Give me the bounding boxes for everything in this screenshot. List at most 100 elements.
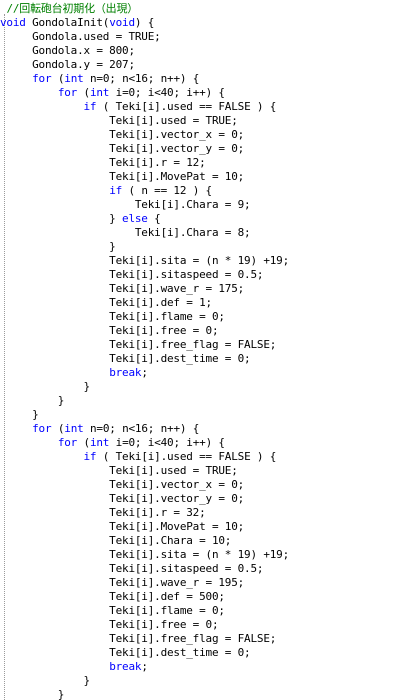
code-token: ; [141,660,148,673]
code-token: } [0,380,90,393]
code-line: Teki[i].flame = 0; [0,310,289,324]
code-line: } else { [0,212,289,226]
code-token [0,72,32,85]
code-line: Teki[i].dest_time = 0; [0,352,289,366]
code-token: ( [77,436,91,449]
code-token: } [0,408,39,421]
keyword-token: if [109,184,123,197]
code-token: Teki[i].r = 12; [0,156,206,169]
code-token [0,422,32,435]
fold-guide [4,14,5,700]
keyword-token: break [109,660,142,673]
code-line: if ( Teki[i].used == FALSE ) { [0,100,289,114]
code-token: Teki[i].vector_x = 0; [0,478,245,491]
code-token: Teki[i].Chara = 8; [0,226,251,239]
code-text-area[interactable]: //回転砲台初期化（出現）void GondolaInit(void) { Go… [0,2,289,700]
code-token: ( [51,72,65,85]
code-line: Teki[i].vector_x = 0; [0,128,289,142]
keyword-token: void [0,16,26,29]
code-token: Teki[i].MovePat = 10; [0,170,245,183]
code-line: Teki[i].sitaspeed = 0.5; [0,268,289,282]
code-token: } [0,212,123,225]
code-line: break; [0,366,289,380]
code-token: i=0; i<40; i++) { [109,436,225,449]
code-token: Teki[i].dest_time = 0; [0,352,251,365]
code-line: for (int i=0; i<40; i++) { [0,436,289,450]
code-line: void GondolaInit(void) { [0,16,289,30]
code-token: i=0; i<40; i++) { [109,86,225,99]
code-line: Teki[i].free = 0; [0,324,289,338]
code-token: Teki[i].Chara = 9; [0,198,251,211]
code-token: ( Teki[i].used == FALSE ) { [96,450,277,463]
code-token: Teki[i].free = 0; [0,618,219,631]
code-line: break; [0,660,289,674]
code-token: } [0,688,65,700]
code-token [0,436,58,449]
keyword-token: void [109,16,135,29]
keyword-token: if [83,100,97,113]
code-token: Teki[i].dest_time = 0; [0,646,251,659]
code-line: } [0,674,289,688]
code-token: } [0,240,116,253]
code-token: ) { [134,16,155,29]
code-token: Teki[i].sita = (n * 19) +19; [0,254,290,267]
code-line: Gondola.used = TRUE; [0,30,289,44]
code-line: Teki[i].dest_time = 0; [0,646,289,660]
code-token: n=0; n<16; n++) { [83,422,200,435]
comment-token: //回転砲台初期化（出現） [6,2,139,15]
keyword-token: for [32,72,52,85]
code-token: Teki[i].wave_r = 175; [0,282,245,295]
code-line: } [0,240,289,254]
code-token: Teki[i].wave_r = 195; [0,576,245,589]
code-token: Teki[i].vector_y = 0; [0,142,245,155]
code-line: Teki[i].Chara = 10; [0,534,289,548]
code-line: } [0,394,289,408]
code-token: ( Teki[i].used == FALSE ) { [96,100,277,113]
code-token: Teki[i].free = 0; [0,324,219,337]
code-line: Teki[i].flame = 0; [0,604,289,618]
code-token: Teki[i].free_flag = FALSE; [0,338,277,351]
code-line: Gondola.y = 207; [0,58,289,72]
keyword-token: int [89,436,110,449]
keyword-token: for [57,436,78,449]
keyword-token: for [57,86,78,99]
code-line: Teki[i].free = 0; [0,618,289,632]
code-line: Teki[i].def = 1; [0,296,289,310]
code-line: Teki[i].free_flag = FALSE; [0,338,289,352]
code-line: } [0,408,289,422]
code-token: Teki[i].def = 1; [0,296,212,309]
code-token: Teki[i].vector_x = 0; [0,128,245,141]
code-token: ( [51,422,65,435]
code-token: Teki[i].sitaspeed = 0.5; [0,268,264,281]
code-token: Teki[i].flame = 0; [0,310,225,323]
code-line: Teki[i].vector_x = 0; [0,478,289,492]
code-token: n=0; n<16; n++) { [83,72,200,85]
code-token [0,184,109,197]
keyword-token: else [122,212,148,225]
code-line: for (int n=0; n<16; n++) { [0,422,289,436]
code-line: if ( n == 12 ) { [0,184,289,198]
code-token: Gondola.used = TRUE; [0,30,161,43]
code-token: Teki[i].r = 32; [0,506,206,519]
code-token [0,450,84,463]
code-token [0,366,109,379]
code-token: ( [77,86,91,99]
keyword-token: for [32,422,52,435]
code-token: ; [141,366,148,379]
code-token: } [0,394,65,407]
code-line: Teki[i].r = 12; [0,156,289,170]
code-token [0,100,84,113]
code-token: Teki[i].used = TRUE; [0,114,238,127]
code-token: Gondola.x = 800; [0,44,135,57]
code-token: Teki[i].MovePat = 10; [0,520,245,533]
code-line: for (int n=0; n<16; n++) { [0,72,289,86]
code-token: ( n == 12 ) { [122,184,212,197]
code-line: Teki[i].wave_r = 195; [0,576,289,590]
code-token: Gondola.y = 207; [0,58,135,71]
code-line: Teki[i].used = TRUE; [0,114,289,128]
code-token: Teki[i].free_flag = FALSE; [0,632,277,645]
code-line: for (int i=0; i<40; i++) { [0,86,289,100]
code-token: Teki[i].used = TRUE; [0,464,238,477]
code-line: Teki[i].vector_y = 0; [0,142,289,156]
